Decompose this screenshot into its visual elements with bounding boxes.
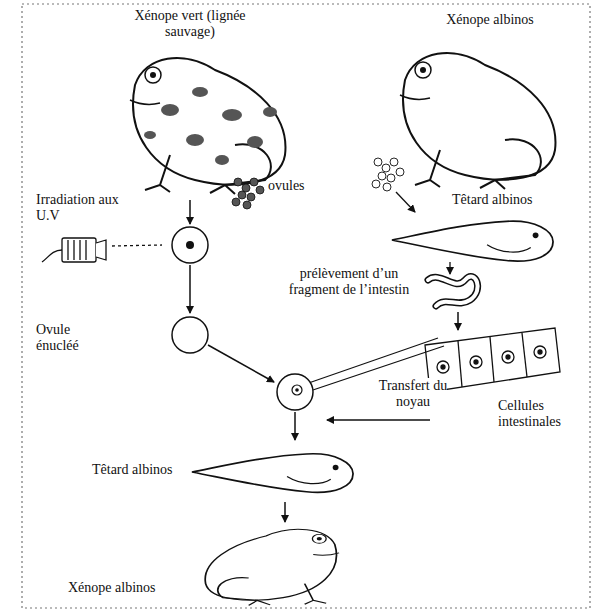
eggs (372, 158, 404, 191)
step-label-box: Transfert du noyau (372, 378, 454, 410)
egg-label: Ovule énucléé (36, 322, 79, 353)
species-label: Xénope vert (lignée sauvage) (134, 8, 245, 39)
tadpole-label-box: Têtard albinos (452, 192, 532, 208)
egg-with-transferred-nucleus (277, 374, 313, 410)
cell-label: Cellules intestinales (498, 398, 561, 429)
intestine (428, 277, 478, 306)
arrow (189, 200, 191, 224)
tadpole-label: Têtard albinos (452, 192, 532, 207)
arrow (457, 312, 459, 330)
arrow (396, 192, 415, 212)
species-label-box: Xénope albinos (68, 580, 155, 596)
tadpole-label: Têtard albinos (92, 462, 172, 477)
step-label: Irradiation aux U.V (36, 192, 119, 223)
step-label-box: Irradiation aux U.V (36, 192, 121, 224)
egg-label-box: ovules (268, 178, 305, 194)
enucleated-egg (172, 317, 208, 353)
egg-with-nucleus (172, 227, 208, 263)
step-label: Transfert du noyau (379, 378, 447, 409)
egg-label-box: Ovule énucléé (36, 322, 116, 354)
species-label: Xénope albinos (446, 12, 533, 27)
step-label-box: prélèvement d’un fragment de l’intestin (278, 266, 420, 298)
arrow (449, 262, 450, 274)
frame (22, 4, 590, 608)
albino-tadpole (392, 221, 553, 261)
arrow (189, 265, 191, 313)
eggs (232, 178, 264, 209)
egg-label: ovules (268, 178, 305, 193)
species-label: Xénope albinos (68, 580, 155, 595)
green-frog (130, 58, 285, 194)
arrow (208, 345, 274, 382)
uv-lamp (42, 238, 162, 262)
arrow (294, 412, 296, 440)
albino-frog (400, 53, 555, 189)
albino-tadpole (192, 454, 353, 493)
albino-frog (205, 529, 339, 605)
species-label-box: Xénope albinos (430, 12, 550, 28)
step-label: prélèvement d’un fragment de l’intestin (289, 266, 410, 297)
species-label-box: Xénope vert (lignée sauvage) (134, 8, 246, 40)
tadpole-label-box: Têtard albinos (92, 462, 172, 478)
cell-label-box: Cellules intestinales (498, 398, 584, 430)
arrow (284, 502, 286, 522)
arrow (327, 419, 430, 421)
